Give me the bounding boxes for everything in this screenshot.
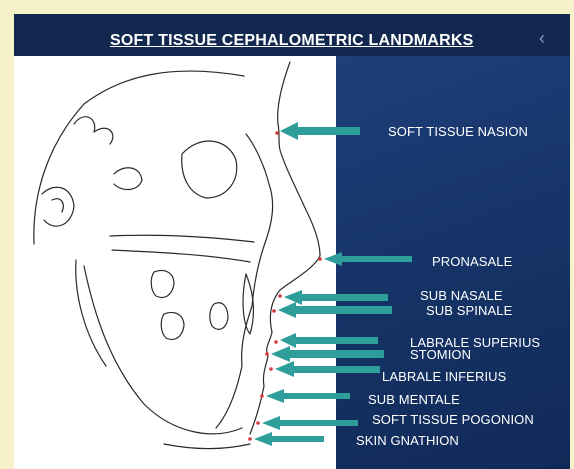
- label-sub-mentale: SUB MENTALE: [368, 392, 460, 407]
- arrow-sub-spinale: [278, 302, 392, 318]
- ramus: [76, 260, 106, 366]
- point-stomion: [265, 352, 269, 356]
- molar-upper: [151, 271, 174, 298]
- cranium-outline: [34, 71, 244, 244]
- label-sub-nasale: SUB NASALE: [420, 288, 503, 303]
- point-soft-tissue-pogonion: [256, 421, 260, 425]
- sella: [114, 168, 142, 190]
- point-soft-tissue-nasion: [275, 131, 279, 135]
- skull-tracing: [34, 62, 320, 449]
- label-soft-tissue-pogonion: SOFT TISSUE POGONION: [372, 412, 534, 427]
- arrow-stomion: [271, 346, 384, 362]
- arrow-skin-gnathion: [254, 432, 324, 446]
- label-pronasale: PRONASALE: [432, 254, 512, 269]
- label-soft-tissue-nasion: SOFT TISSUE NASION: [388, 124, 528, 139]
- label-sub-spinale: SUB SPINALE: [426, 303, 512, 318]
- point-labrale-superius: [274, 340, 278, 344]
- maxilla: [112, 250, 250, 262]
- ear-region: [42, 187, 74, 226]
- molar-lower: [161, 313, 184, 340]
- soft-tissue-profile: [250, 62, 320, 434]
- point-pronasale: [318, 257, 322, 261]
- point-sub-spinale: [272, 309, 276, 313]
- orbit: [182, 141, 237, 198]
- palate: [110, 235, 254, 242]
- arrow-labrale-superius: [280, 333, 378, 348]
- cervical-line: [164, 444, 250, 449]
- arrow-sub-mentale: [266, 389, 350, 403]
- ear-inner: [52, 199, 63, 212]
- arrow-soft-tissue-pogonion: [262, 416, 358, 430]
- mandible: [84, 266, 242, 434]
- arrow-soft-tissue-nasion: [280, 122, 360, 140]
- label-skin-gnathion: SKIN GNATHION: [356, 433, 459, 448]
- tracing-svg: [14, 14, 570, 469]
- arrow-labrale-inferius: [275, 361, 380, 377]
- slide: SOFT TISSUE CEPHALOMETRIC LANDMARKS ‹: [14, 14, 570, 469]
- arrow-sub-nasale: [284, 290, 388, 305]
- point-sub-nasale: [278, 294, 282, 298]
- frontal-sinus: [74, 117, 113, 144]
- premolar: [210, 303, 228, 330]
- label-labrale-inferius: LABRALE INFERIUS: [382, 369, 506, 384]
- point-sub-mentale: [260, 394, 264, 398]
- label-stomion: STOMION: [410, 347, 471, 362]
- arrow-pronasale: [324, 252, 412, 266]
- point-skin-gnathion: [248, 437, 252, 441]
- point-labrale-inferius: [269, 367, 273, 371]
